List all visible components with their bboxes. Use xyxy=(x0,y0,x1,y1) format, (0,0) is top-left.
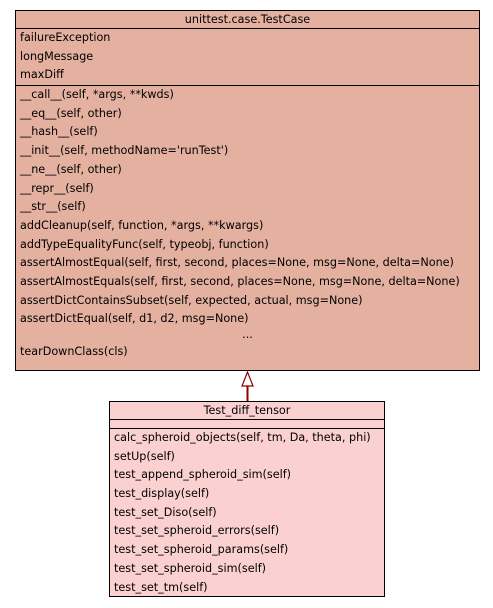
child-method: setUp(self) xyxy=(114,449,175,463)
methods-ellipsis: ... xyxy=(242,328,253,341)
child-class-name: Test_diff_tensor xyxy=(110,402,384,420)
parent-method: __repr__(self) xyxy=(20,181,94,195)
parent-methods: __call__(self, *args, **kwds) __eq__(sel… xyxy=(16,86,479,362)
child-methods: calc_spheroid_objects(self, tm, Da, thet… xyxy=(110,429,384,597)
child-method: test_set_spheroid_errors(self) xyxy=(114,524,280,538)
parent-method: __init__(self, methodName='runTest') xyxy=(20,144,229,158)
parent-method: assertAlmostEquals(self, first, second, … xyxy=(20,274,460,288)
parent-method: __ne__(self, other) xyxy=(20,162,122,176)
child-method: test_append_spheroid_sim(self) xyxy=(114,468,292,482)
parent-attribute: longMessage xyxy=(20,49,94,63)
parent-attribute: failureException xyxy=(20,31,111,44)
parent-method: addTypeEqualityFunc(self, typeobj, funct… xyxy=(20,237,269,251)
child-class-box: Test_diff_tensor calc_spheroid_objects(s… xyxy=(109,401,385,597)
parent-attribute: maxDiff xyxy=(20,68,64,82)
parent-method: assertDictEqual(self, d1, d2, msg=None) xyxy=(20,312,249,326)
parent-method: assertDictContainsSubset(self, expected,… xyxy=(20,293,363,307)
parent-method: __call__(self, *args, **kwds) xyxy=(20,88,174,102)
parent-method: assertAlmostEqual(self, first, second, p… xyxy=(20,256,454,270)
child-method: calc_spheroid_objects(self, tm, Da, thet… xyxy=(114,431,371,444)
parent-class-name: unittest.case.TestCase xyxy=(16,11,479,29)
child-method: test_set_spheroid_params(self) xyxy=(114,543,289,557)
parent-method: addCleanup(self, function, *args, **kwar… xyxy=(20,218,264,232)
child-method: test_set_tm(self) xyxy=(114,580,208,594)
parent-method: tearDownClass(cls) xyxy=(20,345,128,358)
parent-attributes: failureException longMessage maxDiff xyxy=(16,29,479,87)
child-method: test_display(self) xyxy=(114,487,210,501)
parent-method: __str__(self) xyxy=(20,200,86,214)
parent-method: __eq__(self, other) xyxy=(20,106,122,120)
child-method: test_set_Diso(self) xyxy=(114,505,217,519)
child-method: test_set_spheroid_sim(self) xyxy=(114,561,266,575)
child-attributes xyxy=(110,420,384,429)
parent-method: __hash__(self) xyxy=(20,125,98,139)
parent-class-box: unittest.case.TestCase failureException … xyxy=(15,10,480,371)
